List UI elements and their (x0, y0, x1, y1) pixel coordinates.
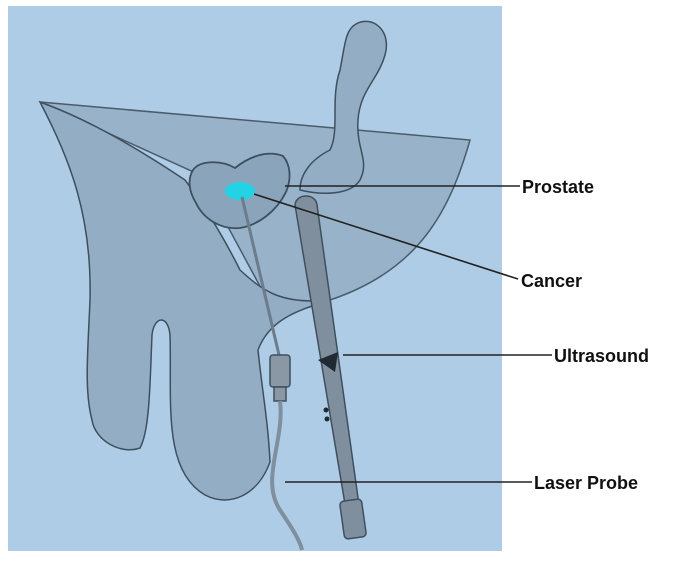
ultrasound-label: Ultrasound (554, 346, 649, 366)
prostate-label: Prostate (522, 177, 594, 197)
needle-hub-base (274, 387, 286, 401)
cancer-lesion (225, 182, 255, 200)
probe-button-1 (324, 408, 329, 413)
laser-probe-label: Laser Probe (534, 473, 638, 493)
cancer-label: Cancer (521, 271, 582, 291)
needle-hub (270, 355, 290, 387)
ultrasound-probe-handle (339, 499, 366, 540)
probe-button-2 (325, 417, 330, 422)
